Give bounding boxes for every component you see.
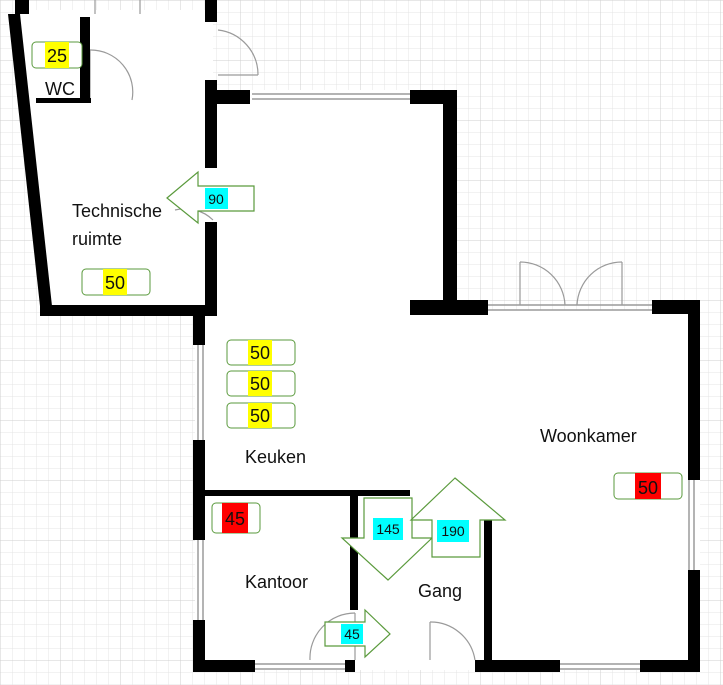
badge-value: 50 <box>250 374 270 394</box>
badge-wc: 25 <box>31 41 83 69</box>
badge-woonkamer: 50 <box>613 472 683 500</box>
arrow-left-90: 90 <box>166 170 255 225</box>
badge-keuken-3: 50 <box>226 402 296 429</box>
room-label-wc: WC <box>45 79 75 99</box>
badge-value: 50 <box>250 343 270 363</box>
badge-value: 45 <box>225 509 245 529</box>
flow-arrows: 90 145 190 45 <box>166 170 507 659</box>
arrow-value: 90 <box>208 191 224 207</box>
badge-keuken-1: 50 <box>226 339 296 366</box>
badge-value: 50 <box>105 273 125 293</box>
badge-value: 50 <box>638 478 658 498</box>
room-label-woonkamer: Woonkamer <box>540 426 637 446</box>
badge-value: 25 <box>47 46 67 66</box>
room-label-ruimte: ruimte <box>72 229 122 249</box>
arrow-value: 45 <box>344 626 360 642</box>
badge-technische-ruimte: 50 <box>81 268 151 296</box>
arrow-down-145: 145 <box>340 497 434 581</box>
room-label-kantoor: Kantoor <box>245 572 308 592</box>
arrow-value: 190 <box>441 523 465 539</box>
room-label-gang: Gang <box>418 581 462 601</box>
badge-keuken-2: 50 <box>226 370 296 397</box>
arrow-up-190: 190 <box>409 477 507 558</box>
value-badges: 25 50 50 50 50 45 50 <box>31 41 683 534</box>
arrow-value: 145 <box>376 521 400 537</box>
room-label-keuken: Keuken <box>245 447 306 467</box>
windows <box>197 93 695 670</box>
walls <box>8 0 700 672</box>
badge-value: 50 <box>250 406 270 426</box>
arrow-right-45: 45 <box>324 608 391 659</box>
room-labels: WC Technische ruimte Keuken Woonkamer Ka… <box>45 79 637 601</box>
badge-kantoor: 45 <box>211 502 261 534</box>
room-label-technische: Technische <box>72 201 162 221</box>
